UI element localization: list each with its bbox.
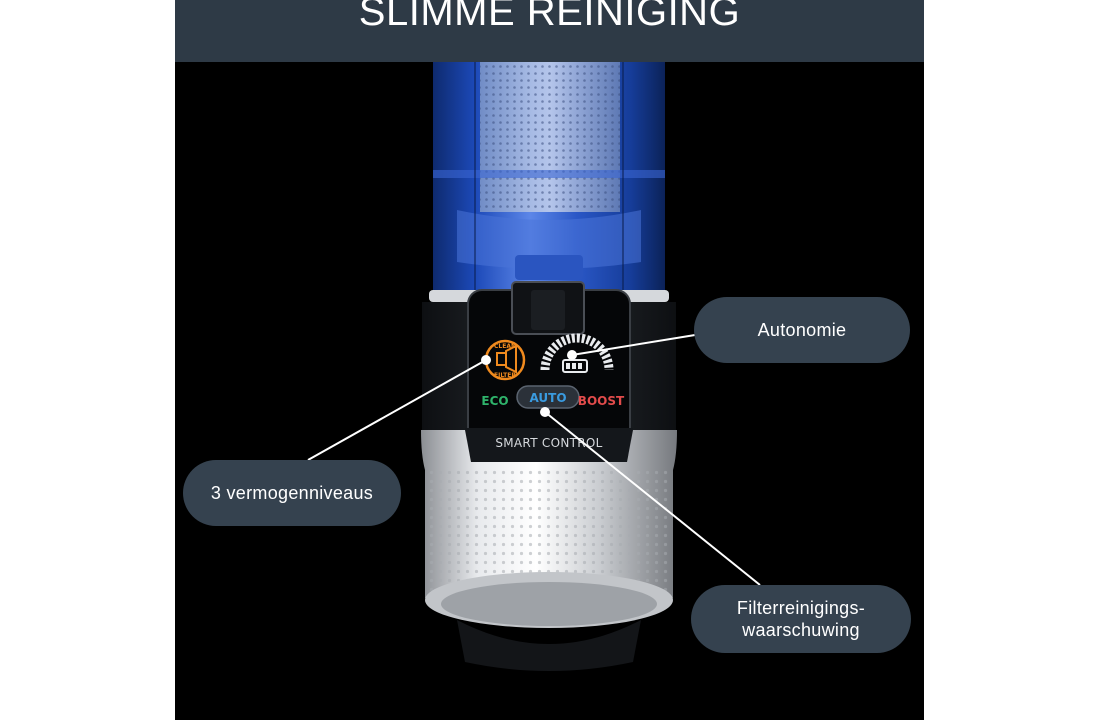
- mode-auto-label: AUTO: [529, 391, 566, 405]
- mode-eco-label: ECO: [481, 394, 508, 408]
- callout-filter-warning-label: Filterreinigings- waarschuwing: [737, 597, 865, 641]
- mode-boost-label: BOOST: [578, 394, 625, 408]
- callout-filter-line-1: Filterreinigings-: [736, 598, 866, 618]
- callout-power-levels: 3 vermogenniveaus: [183, 460, 401, 526]
- clean-filter-top-label: CLEAN: [494, 343, 516, 350]
- title-banner: SLIMME REINIGING: [175, 0, 924, 62]
- smart-control-label: SMART CONTROL: [495, 436, 602, 450]
- callout-power-levels-label: 3 vermogenniveaus: [210, 483, 374, 503]
- banner-title: SLIMME REINIGING: [358, 0, 741, 34]
- callout-autonomie: Autonomie: [694, 297, 910, 363]
- callout-filter-warning: Filterreinigings- waarschuwing: [691, 585, 911, 653]
- clean-filter-bottom-label: FILTER: [494, 372, 516, 379]
- callout-autonomie-label: Autonomie: [757, 320, 847, 340]
- callout-filter-line-2: waarschuwing: [742, 620, 860, 640]
